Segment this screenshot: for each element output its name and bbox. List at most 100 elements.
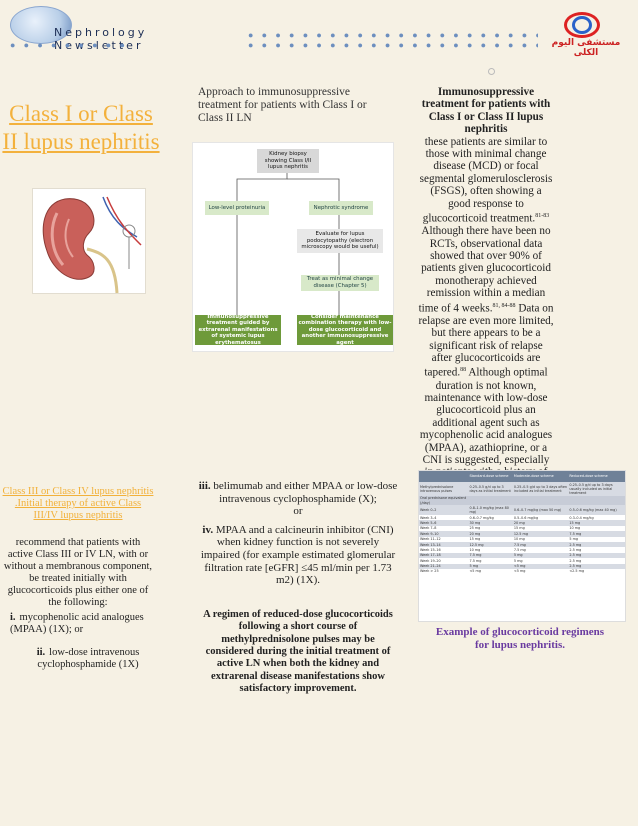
table-cell: 25 mg (469, 526, 481, 531)
table-cell (568, 495, 625, 506)
flow-node-biopsy: Kidney biopsy showing Class I/II lupus n… (257, 149, 319, 173)
table-cell: <5 mg (513, 569, 526, 574)
table-row: Oral prednisone equivalent (/day) (419, 495, 625, 506)
table-cell: 20 mg (468, 531, 513, 537)
flow-node-low-proteinuria: Low-level proteinuria (205, 201, 269, 215)
right-column-body: these patients are similar to those with… (418, 136, 554, 492)
treatment-flowchart: Kidney biopsy showing Class I/II lupus n… (192, 142, 394, 352)
hospital-logo: مستشفى اليوم الكلى (542, 12, 630, 58)
logo-line-2: Newsletter (54, 39, 144, 52)
decorative-dots-top-right: ● ● ● ● ● ● ● ● ● ● ● ● ● ● ● ● ● ● ● ● … (248, 30, 538, 40)
table-cell: 0.25–0.5 g/d up to 3 days as initial tre… (468, 482, 513, 496)
table-cell: 12.5 mg (512, 531, 569, 537)
flow-node-nephrotic: Nephrotic syndrome (309, 201, 373, 215)
table-header-cell: Standard-dose scheme (468, 471, 513, 482)
flowchart-connectors (236, 173, 340, 315)
table-cell: 0.25–0.5 g/d up to 3 days often included… (512, 482, 569, 496)
option-ii: ii.low-dose intravenous cyclophosphamide… (26, 647, 150, 671)
table-cell (468, 495, 513, 506)
table-cell: 12.5 mg (468, 541, 513, 548)
table-cell: 10 mg (569, 526, 581, 531)
table-cell: 30 mg (468, 520, 513, 526)
circle-mark-icon (488, 68, 495, 75)
ref-2: 81, 84-88 (492, 302, 516, 309)
flow-node-right-result: Consider maintenance combination therapy… (297, 313, 393, 346)
table-cell: Week 7–8 (420, 526, 437, 531)
ref-3: 88 (460, 367, 467, 374)
table-cell: 2.5 mg (569, 547, 582, 552)
option-ii-num: ii. (36, 647, 46, 658)
table-header-cell (419, 471, 469, 482)
table-cell: 2.5 mg (569, 558, 582, 563)
table-cell: 5 mg (513, 558, 523, 563)
table-cell: 2.5 mg (568, 563, 625, 569)
table-cell: 0.8–1.0 mg/kg (max 80 mg) (468, 505, 513, 515)
table-cell: <2.5 mg (569, 569, 585, 574)
decorative-dots-top-right-2: ● ● ● ● ● ● ● ● ● ● ● ● ● ● ● ● ● ● ● ● … (248, 40, 538, 50)
option-iii: iii. belimumab and either MPAA or low-do… (198, 480, 398, 505)
right-p3: Data on relapse are even more limited, b… (418, 302, 554, 380)
right-p1: these patients are similar to those with… (419, 135, 553, 225)
option-i: i.mycophenolic acid analogues (MPAA) (1X… (10, 612, 152, 636)
table-cell: Week 15–16 (420, 547, 441, 552)
options-continued: iii. belimumab and either MPAA or low-do… (198, 480, 398, 696)
table-cell: Methylprednisolone intravenous pulses (419, 482, 469, 496)
option-i-text: mycophenolic acid analogues (MPAA) (1X);… (10, 612, 144, 635)
kidney-icon (42, 196, 142, 294)
table-caption: Example of glucocorticoid regimens for l… (435, 626, 605, 651)
table-cell: Week > 25 (420, 569, 439, 574)
table-cell: 7.5 mg (513, 547, 526, 552)
table-cell: 10 mg (469, 547, 481, 552)
reduced-dose-paragraph: A regimen of reduced-dose glucocorticoid… (203, 608, 393, 695)
newsletter-logo-text: Nephrology Newsletter (54, 26, 147, 52)
table-cell: <5 mg (512, 563, 569, 569)
table-cell: 2.5 mg (568, 552, 625, 559)
flowchart-title: Approach to immunosuppressive treatment … (198, 86, 367, 124)
table-row: Week 15–16 10 mg 7.5 mg 2.5 mg (419, 547, 625, 552)
table-cell: Week 3–4 (420, 515, 437, 520)
table-cell (512, 495, 569, 506)
right-column-heading: Immunosuppressive treatment for patients… (421, 86, 551, 136)
section-title: Class I or Class II lupus nephritis (2, 101, 160, 154)
option-iii-text: belimumab and either MPAA or low-dose in… (213, 480, 398, 505)
right-p2: Although there have been no RCTs, observ… (418, 225, 551, 315)
table-cell: 2.5 mg (568, 541, 625, 548)
table-header-cell: Moderate-dose scheme (512, 471, 569, 482)
table-cell: 7.5 mg (468, 552, 513, 559)
table-cell: Week 11–12 (420, 537, 441, 542)
table-cell: 0.6–0.7 mg/kg (max 50 mg) (512, 505, 569, 515)
table-cell: Oral prednisone equivalent (/day) (419, 495, 469, 506)
option-iv: iv. MPAA and a calcineurin inhibitor (CN… (198, 524, 398, 587)
table-cell: 0.6–0.7 mg/kg (469, 515, 494, 520)
table-cell: Week 9–10 (419, 531, 469, 537)
table-cell: 0.5–0.6 mg/kg (513, 515, 539, 520)
table-cell: 0.5–0.6 mg/kg (max 40 mg) (568, 505, 625, 515)
option-i-num: i. (10, 612, 16, 623)
table-cell: Week 5–6 (419, 520, 469, 526)
table-cell: 15 mg (469, 537, 481, 542)
table-row: Week > 25 <5 mg <5 mg <2.5 mg (419, 569, 625, 574)
logo-line-1: Nephrology (54, 26, 148, 39)
table-cell: Week 0–2 (419, 505, 469, 515)
table-cell: 20 mg (512, 520, 569, 526)
table-cell: <5 mg (469, 569, 481, 574)
table-cell: 5 mg (468, 563, 513, 569)
flow-node-evaluate: Evaluate for lupus podocytopathy (electr… (297, 229, 383, 253)
table-cell: 15 mg (568, 520, 625, 526)
class-iii-iv-body: recommend that patients with active Clas… (3, 537, 153, 608)
option-ii-text: low-dose intravenous cyclophosphamide (1… (37, 647, 140, 670)
kidney-illustration (32, 188, 146, 294)
flow-node-left-result: Immunosuppressive treatment guided by ex… (195, 314, 281, 346)
